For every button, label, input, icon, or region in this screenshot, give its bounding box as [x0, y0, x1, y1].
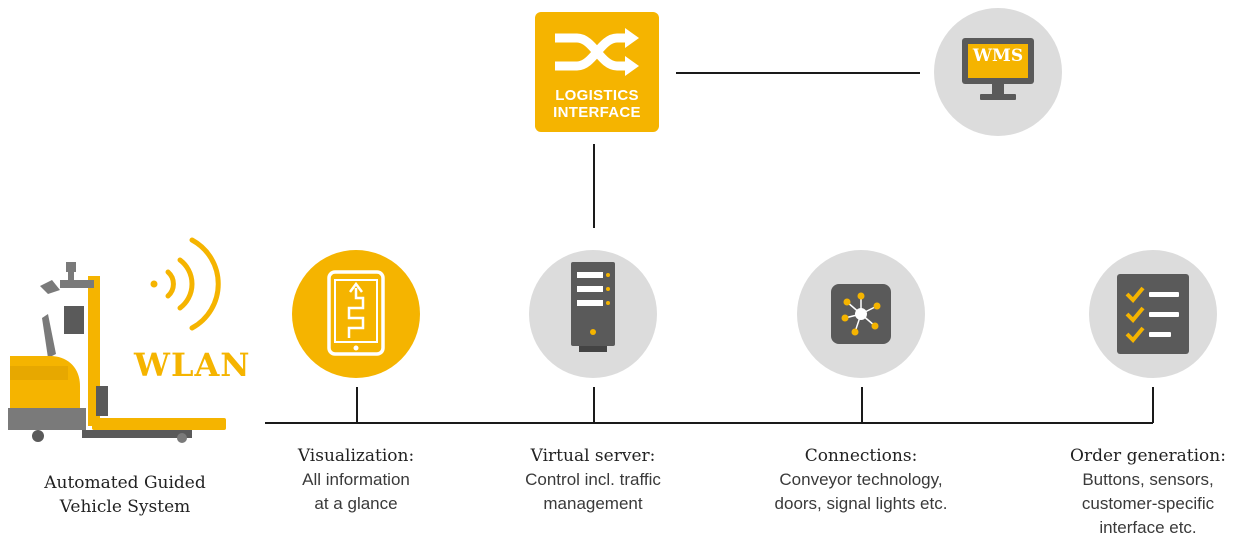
server-heading: Virtual server: [530, 446, 656, 466]
visualization-line2: at a glance [314, 494, 398, 513]
visualization-circle [292, 250, 420, 378]
wms-connector-line [676, 72, 920, 74]
connections-heading: Connections: [804, 446, 918, 466]
bus-line [265, 422, 1153, 424]
wms-circle: WMS [934, 8, 1062, 136]
server-icon [571, 262, 615, 352]
crossing-arrows-icon [555, 28, 639, 76]
tablet-path-icon [327, 270, 385, 356]
visualization-line1: All information [302, 470, 410, 489]
monitor-icon [962, 38, 1034, 100]
logistics-interface-line2: INTERFACE [553, 104, 641, 121]
order-circle [1089, 250, 1217, 378]
network-hub-icon [831, 284, 891, 344]
agv-label: Automated Guided Vehicle System [20, 471, 230, 519]
server-label: Virtual server: Control incl. traffic ma… [493, 444, 693, 516]
order-label: Order generation: Buttons, sensors, cust… [1056, 444, 1240, 540]
agv-title-line1: Automated Guided [44, 473, 206, 493]
checklist-icon [1117, 274, 1189, 354]
agv-title-line2: Vehicle System [59, 497, 191, 517]
wms-label: WMS [972, 46, 1024, 66]
wireless-signal-icon [150, 237, 221, 331]
interface-connector-line [593, 144, 595, 228]
server-line1: Control incl. traffic [525, 470, 661, 489]
connections-line2: doors, signal lights etc. [774, 494, 948, 513]
connections-label: Connections: Conveyor technology, doors,… [741, 444, 981, 516]
logistics-interface-box: LOGISTICS INTERFACE [535, 12, 659, 132]
visualization-heading: Visualization: [297, 446, 415, 466]
server-line2: management [543, 494, 643, 513]
node-connector-server [593, 387, 595, 423]
forklift-agv-icon [8, 262, 226, 443]
logistics-interface-line1: LOGISTICS [555, 87, 639, 104]
connections-line1: Conveyor technology, [779, 470, 943, 489]
node-connector-order [1152, 387, 1154, 423]
connections-circle [797, 250, 925, 378]
order-line1: Buttons, sensors, [1082, 470, 1214, 489]
wlan-label: WLAN [134, 346, 251, 384]
visualization-label: Visualization: All information at a glan… [256, 444, 456, 516]
order-line2: customer-specific [1081, 494, 1215, 513]
order-line3: interface etc. [1099, 518, 1197, 537]
node-connector-connections [861, 387, 863, 423]
node-connector-visualization [356, 387, 358, 423]
order-heading: Order generation: [1070, 446, 1226, 466]
server-circle [529, 250, 657, 378]
